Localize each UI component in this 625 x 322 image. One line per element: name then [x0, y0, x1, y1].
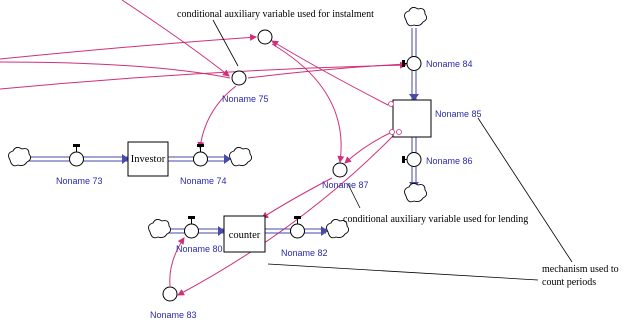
annotation-instalment-pointer: [212, 19, 239, 67]
stock-counter[interactable]: [223, 215, 266, 253]
aux-noname87[interactable]: [332, 162, 348, 178]
flow-noname85: Noname 84 Noname 85 Noname 86: [388, 6, 482, 203]
link-noname85-to-noname87: [344, 132, 391, 164]
aux-instalment[interactable]: [257, 29, 273, 45]
connector-dot: [388, 101, 394, 107]
valve-noname86[interactable]: [402, 152, 422, 167]
annotation-lending: conditional auxiliary variable used for …: [343, 214, 528, 225]
link-noname85-to-instalment: [271, 40, 389, 106]
cloud-icon: [148, 218, 172, 239]
link-noname75-to-noname74: [197, 85, 237, 149]
flow-arrow-84: [409, 94, 419, 101]
cloud-icon: [404, 182, 428, 203]
annotation-lending-pointer: [347, 183, 361, 209]
label-noname83: Noname 83: [150, 310, 197, 320]
label-noname86: Noname 86: [426, 156, 473, 166]
link-left-to-noname84: [0, 61, 407, 90]
flow-investor: Investor Noname 73 Noname 74: [8, 141, 253, 186]
annotation-mechanism-pointer-1: [477, 117, 573, 263]
cloud-icon: [229, 146, 253, 167]
label-noname85: Noname 85: [435, 109, 482, 119]
link-topleft2-to-noname75: [0, 61, 231, 79]
label-noname82: Noname 82: [281, 248, 328, 258]
stock-counter-label: counter: [229, 230, 261, 241]
causal-links: [0, 0, 407, 296]
aux-noname75[interactable]: [231, 70, 247, 86]
cloud-icon: [326, 218, 350, 239]
label-noname74: Noname 74: [180, 176, 227, 186]
label-noname73: Noname 73: [56, 176, 103, 186]
aux-noname83[interactable]: [162, 286, 178, 302]
flow-arrow-82: [321, 226, 328, 236]
flow-counter: counter Noname 80 Noname 82: [148, 215, 350, 258]
link-noname87-to-counter: [261, 177, 333, 219]
connector-dot: [396, 129, 402, 135]
cloud-icon: [404, 6, 428, 27]
flow-arrow-74: [224, 154, 231, 164]
stock-investor[interactable]: [127, 141, 169, 177]
link-topleft-to-noname75: [121, 0, 230, 77]
valve-noname82[interactable]: [290, 216, 305, 239]
annotation-mechanism-line1: mechanism used to: [542, 264, 619, 275]
flow-arrow-80: [218, 226, 225, 236]
valve-noname80[interactable]: [184, 216, 199, 239]
valve-noname84[interactable]: [402, 56, 422, 71]
valve-noname74[interactable]: [193, 144, 208, 167]
cloud-icon: [8, 146, 32, 167]
link-noname85-to-noname83: [177, 135, 394, 296]
label-noname87: Noname 87: [322, 180, 369, 190]
label-noname80: Noname 80: [176, 244, 223, 254]
flow-arrow-73: [122, 154, 129, 164]
annotation-mechanism-pointer-2: [267, 263, 539, 281]
link-left-to-instalment-aux: [0, 33, 257, 60]
label-noname84: Noname 84: [426, 59, 473, 69]
annotation-instalment: conditional auxiliary variable used for …: [177, 9, 374, 20]
stock-investor-label: Investor: [131, 154, 166, 165]
link-noname75-to-noname84: [247, 63, 407, 79]
label-noname75: Noname 75: [222, 94, 269, 104]
valve-noname73[interactable]: [69, 144, 84, 167]
link-instalment-to-noname87: [271, 43, 345, 163]
connector-dot: [389, 129, 395, 135]
annotation-mechanism-line2: count periods: [542, 277, 596, 288]
link-noname83-to-noname80: [169, 237, 185, 287]
